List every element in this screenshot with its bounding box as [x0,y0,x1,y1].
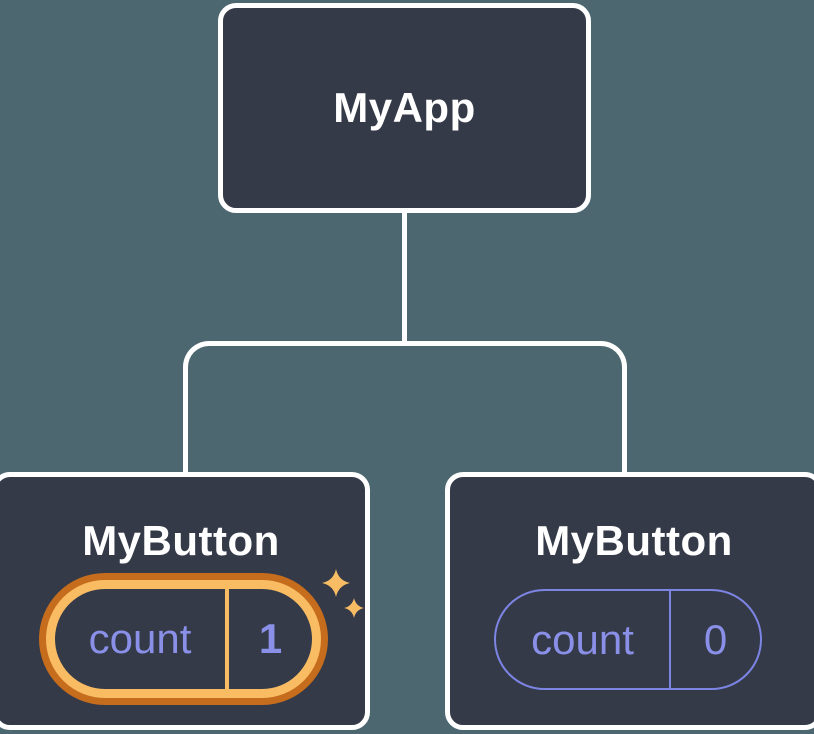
state-name: count [55,589,229,689]
state-value: 1 [258,615,283,662]
state-value: 0 [703,615,728,663]
node-myapp: MyApp [218,3,591,213]
node-myapp-label: MyApp [333,84,476,131]
state-pill: count 0 [494,589,762,690]
sparkles-icon [322,569,364,618]
state-name: count [496,591,671,688]
connector-branch [183,341,627,472]
node-mybutton-2: MyButton count 0 [445,472,814,730]
connector-stem [402,210,407,342]
state-pill-highlighted: count 1 [46,580,321,698]
node-mybutton-1-label: MyButton [82,517,280,564]
node-mybutton-2-label: MyButton [535,517,733,564]
node-mybutton-1: MyButton count 1 [0,472,370,730]
